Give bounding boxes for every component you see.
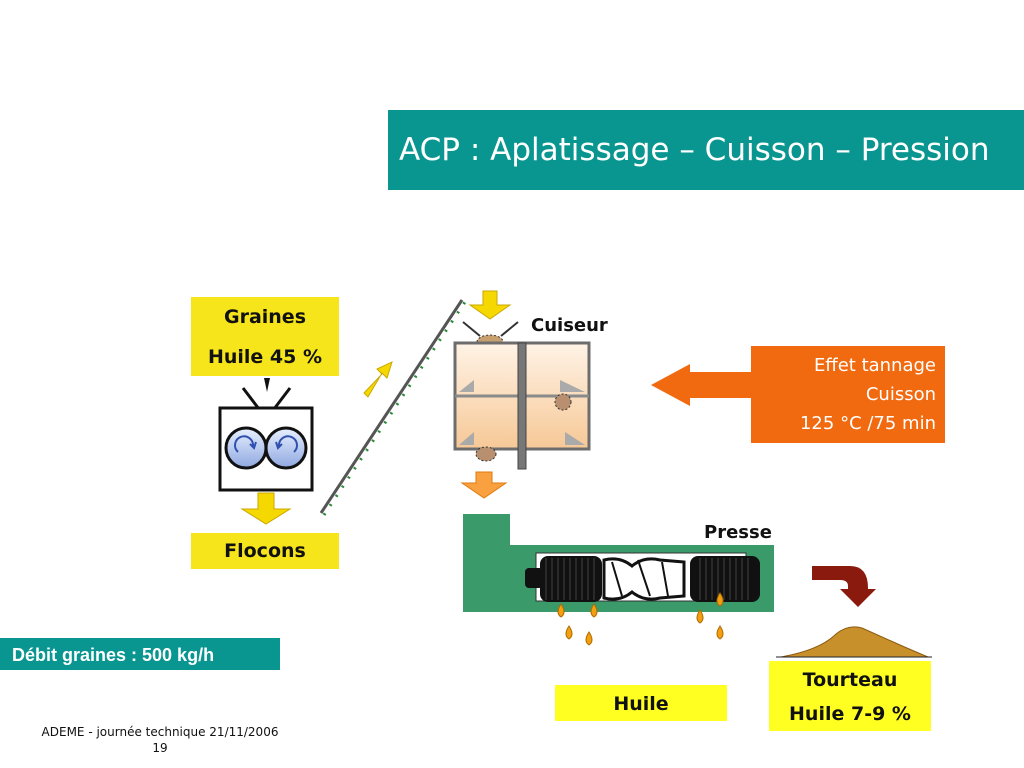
page-title: ACP : Aplatissage – Cuisson – Pression	[388, 110, 1024, 190]
footer-source: ADEME - journée technique 21/11/2006	[41, 725, 279, 739]
press	[463, 514, 774, 612]
cuiseur-label: Cuiseur	[531, 315, 608, 336]
arrow-into-cooker	[468, 290, 512, 320]
graines-label: Graines	[223, 306, 307, 328]
arrow-diagonal	[363, 361, 393, 398]
arrow-out-cooker	[460, 471, 508, 499]
flaker-machine	[218, 387, 314, 492]
seed-drop-marker	[264, 378, 270, 392]
arrow-to-tourteau	[812, 566, 876, 607]
flaker-roll-left	[224, 426, 268, 470]
effet-line-1: Effet tannage	[813, 355, 936, 376]
oil-drops	[557, 592, 724, 646]
graines-box: Graines Huile 45 %	[191, 297, 339, 376]
flocons-box: Flocons	[191, 533, 339, 569]
flaker-roll-right	[264, 426, 308, 470]
effet-line-2: Cuisson	[865, 384, 936, 405]
tourteau-box: Tourteau Huile 7-9 %	[769, 661, 931, 731]
presse-label: Presse	[704, 522, 772, 543]
footer: ADEME - journée technique 21/11/2006 19	[20, 724, 300, 756]
oil-cake-pile	[780, 626, 929, 658]
cooker	[453, 341, 591, 470]
page-number: 19	[152, 741, 168, 755]
debit-box: Débit graines : 500 kg/h	[0, 638, 280, 670]
arrow-effet	[651, 364, 751, 406]
arrow-to-flocons	[240, 492, 292, 525]
tourteau-oil-content: Huile 7-9 %	[789, 703, 911, 725]
tourteau-label: Tourteau	[802, 669, 898, 691]
effet-box: Effet tannage Cuisson 125 °C /75 min	[751, 346, 945, 443]
graines-oil-content: Huile 45 %	[207, 346, 323, 368]
effet-line-3: 125 °C /75 min	[799, 413, 936, 434]
conveyor	[319, 299, 467, 516]
huile-box: Huile	[555, 685, 727, 721]
